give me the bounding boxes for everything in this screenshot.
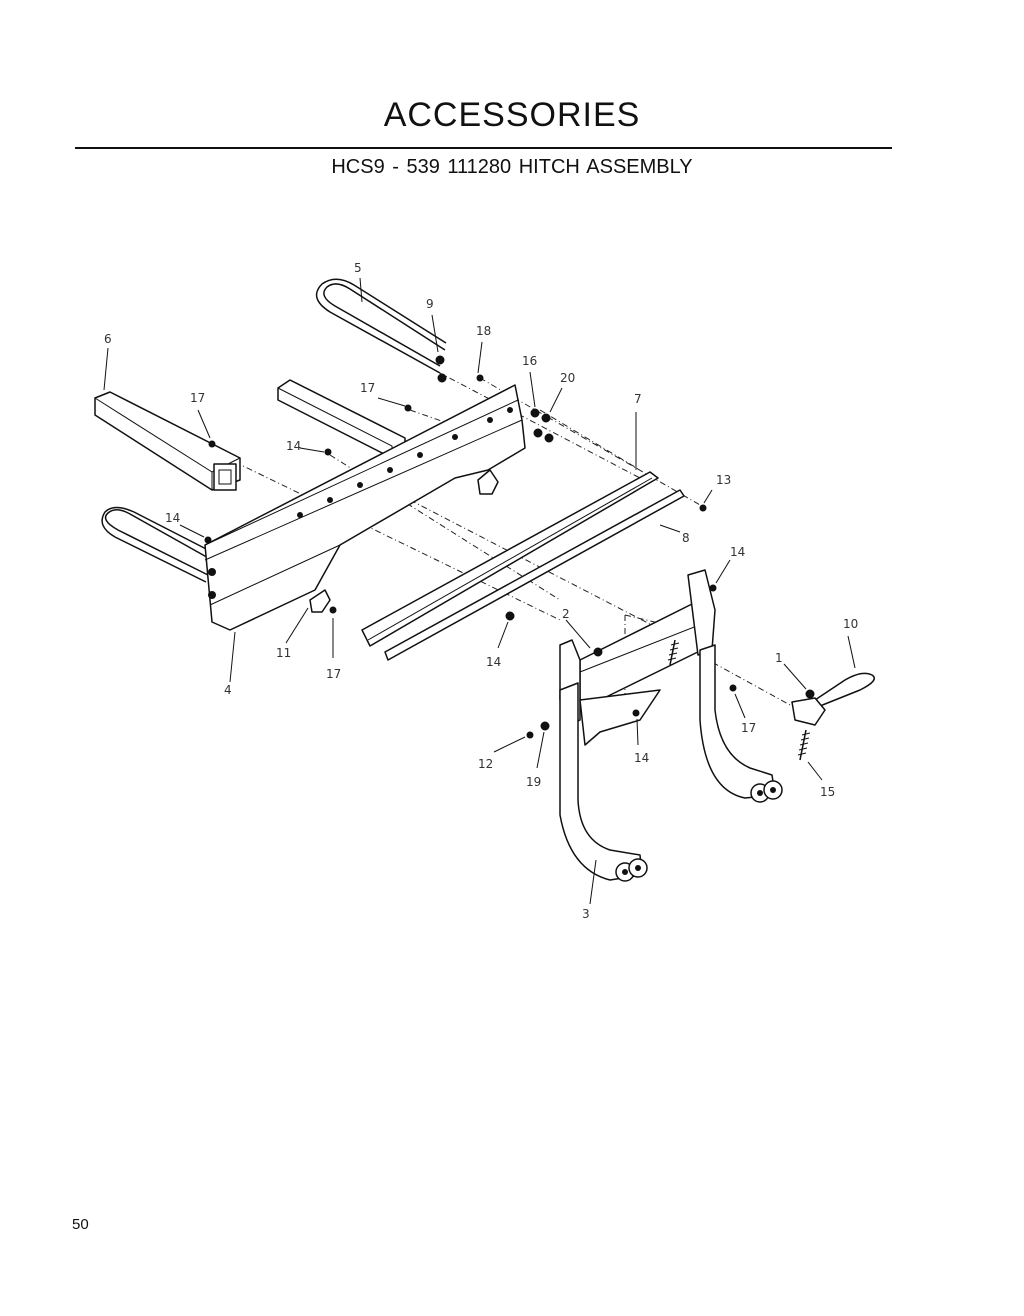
callout-5: 5 (354, 261, 362, 275)
callout-16: 16 (522, 354, 537, 368)
callout-2: 2 (562, 607, 570, 621)
callout-1: 1 (775, 651, 783, 665)
callout-14: 14 (634, 751, 649, 765)
frame-holes (208, 407, 513, 599)
callout-labels: 5 9 18 6 16 20 17 17 7 14 13 14 8 14 2 1… (104, 261, 858, 921)
callout-10: 10 (843, 617, 858, 631)
callout-11: 11 (276, 646, 291, 660)
callout-4: 4 (224, 683, 232, 697)
pin-plate (791, 697, 826, 726)
arm-tube-left (94, 391, 241, 491)
callout-20: 20 (560, 371, 575, 385)
callout-14: 14 (286, 439, 301, 453)
callout-7: 7 (634, 392, 642, 406)
page-title: ACCESSORIES (383, 96, 641, 134)
callout-17: 17 (360, 381, 375, 395)
spring (799, 729, 807, 761)
callout-3: 3 (582, 907, 590, 921)
callout-18: 18 (476, 324, 491, 338)
gusset-plate (579, 689, 661, 746)
hitch-pin (809, 672, 875, 711)
callout-14: 14 (486, 655, 501, 669)
hardware (204, 355, 815, 739)
drawbar-right (699, 644, 776, 799)
callout-9: 9 (426, 297, 434, 311)
right-side-plate (687, 569, 716, 656)
main-frame-plate (204, 384, 526, 631)
leader-lines (103, 277, 856, 905)
callout-17: 17 (741, 721, 756, 735)
u-bolt-left (104, 509, 213, 576)
callout-14: 14 (730, 545, 745, 559)
callout-17: 17 (326, 667, 341, 681)
callout-6: 6 (104, 332, 112, 346)
page-subtitle: HCS9 - 539 111280 HITCH ASSEMBLY (331, 156, 693, 178)
callout-13: 13 (716, 473, 731, 487)
flat-strip (384, 489, 685, 661)
callout-15: 15 (820, 785, 835, 799)
callout-12: 12 (478, 757, 493, 771)
callout-17: 17 (190, 391, 205, 405)
page-number: 50 (72, 1216, 89, 1233)
bracket-lower (309, 589, 331, 613)
u-bolt-top (323, 283, 446, 367)
callout-14: 14 (165, 511, 180, 525)
callout-8: 8 (682, 531, 690, 545)
callout-19: 19 (526, 775, 541, 789)
title-rule (75, 147, 892, 149)
